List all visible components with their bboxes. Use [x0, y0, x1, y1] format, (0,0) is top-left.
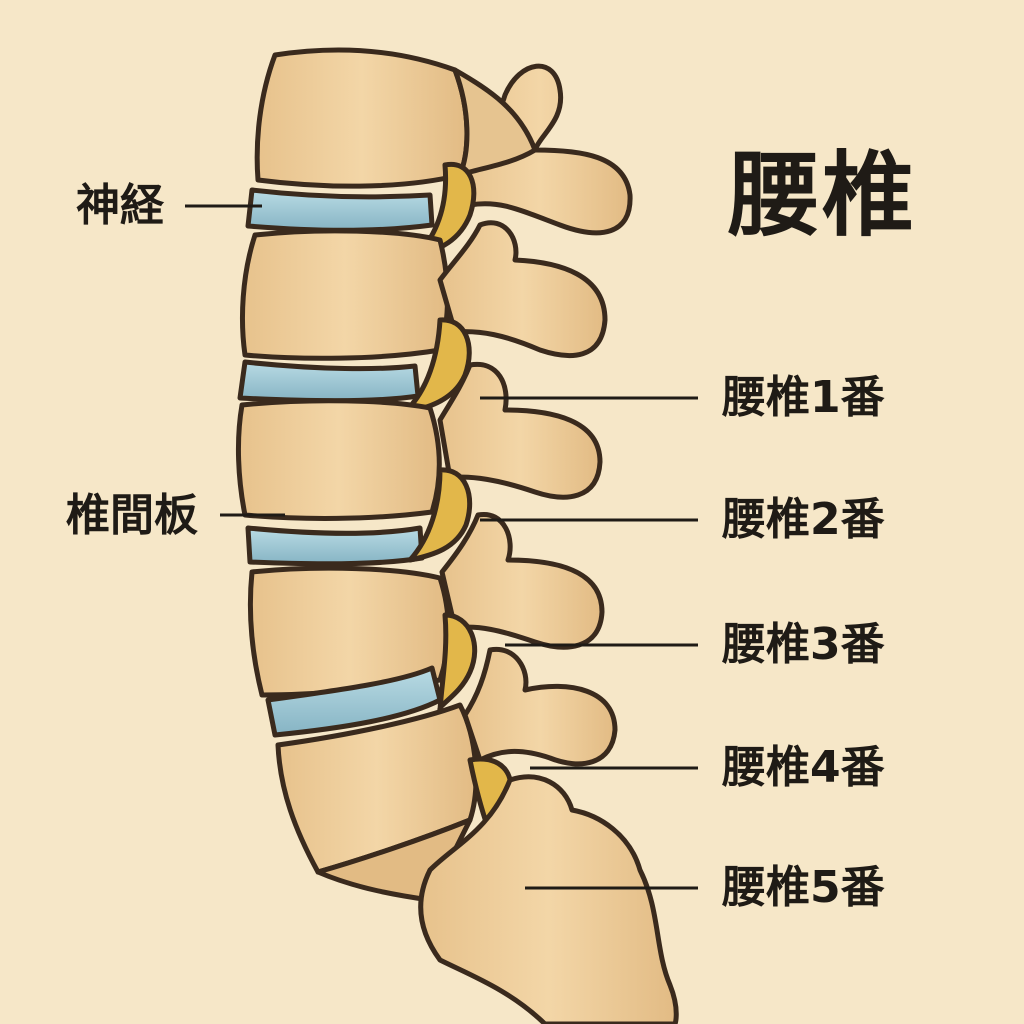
label-lumbar-2: 腰椎2番 [722, 494, 885, 545]
nerve-root-1 [415, 161, 477, 258]
nerve-root-2 [402, 317, 472, 415]
vertebra-5 [275, 646, 618, 875]
label-lumbar-5: 腰椎5番 [722, 862, 885, 913]
vertebra-4 [247, 512, 605, 698]
sacrum [315, 774, 679, 1024]
nerve-root-3 [407, 467, 473, 563]
label-lumbar-1: 腰椎1番 [722, 372, 885, 423]
label-lumbar-3: 腰椎3番 [722, 619, 885, 670]
vertebra-top [254, 47, 633, 236]
label-lumbar-4: 腰椎4番 [722, 742, 885, 793]
page-title: 腰椎 [728, 142, 917, 249]
label-disc: 椎間板 [66, 490, 198, 541]
vertebra-2 [239, 220, 608, 361]
leader-lines [185, 204, 698, 890]
label-nerve: 神経 [76, 180, 164, 231]
disc-2 [237, 359, 421, 404]
disc-1 [245, 187, 435, 233]
nerve-root-4 [437, 612, 478, 713]
disc-3 [245, 525, 425, 567]
